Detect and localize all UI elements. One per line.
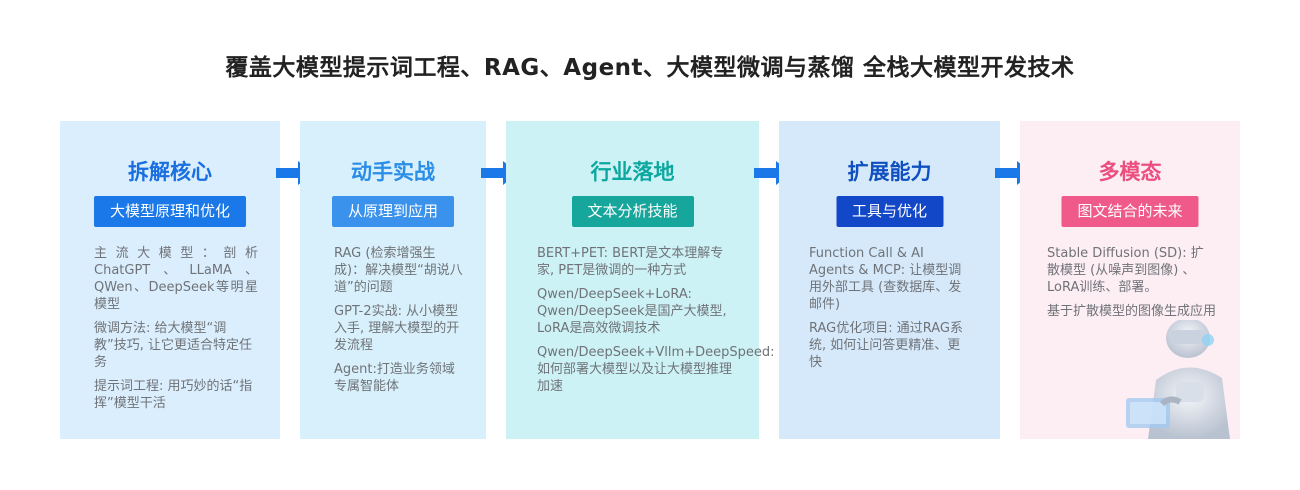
card-items: RAG (检索增强生成)：解决模型“胡说八道”的问题 GPT-2实战: 从小模型… <box>334 245 464 402</box>
list-item: 提示词工程: 用巧妙的话“指挥”模型干活 <box>94 379 253 411</box>
page-title: 覆盖大模型提示词工程、RAG、Agent、大模型微调与蒸馏 全栈大模型开发技术 <box>225 55 1075 81</box>
card-badge: 图文结合的未来 <box>1061 196 1199 227</box>
list-item: Agent:打造业务领域专属智能体 <box>334 362 455 394</box>
card-items: BERT+PET: BERT是文本理解专家, PET是微调的一种方式 Qwen/… <box>537 245 775 402</box>
card-items: Function Call & AI Agents & MCP: 让模型调用外部… <box>809 245 970 378</box>
card-items: 主流大模型：剖析ChatGPT、LLaMA、QWen、DeepSeek等明星模型… <box>94 245 258 419</box>
card-industry: 行业落地 文本分析技能 BERT+PET: BERT是文本理解专家, PET是微… <box>506 121 775 439</box>
card-badge: 文本分析技能 <box>571 196 694 227</box>
list-item: 主流大模型：剖析ChatGPT、LLaMA、QWen、DeepSeek等明星模型 <box>94 246 258 312</box>
card-practice: 动手实战 从原理到应用 RAG (检索增强生成)：解决模型“胡说八道”的问题 G… <box>300 121 486 439</box>
list-item: Function Call & AI Agents & MCP: 让模型调用外部… <box>809 246 962 312</box>
list-item: RAG优化项目: 通过RAG系统, 如何让问答更精准、更快 <box>809 321 964 370</box>
card-extend: 扩展能力 工具与优化 Function Call & AI Agents & M… <box>779 121 1000 439</box>
robot-figure-icon <box>1126 320 1230 439</box>
card-badge: 大模型原理和优化 <box>93 196 247 227</box>
list-item: 基于扩散模型的图像生成应用 <box>1047 304 1217 319</box>
card-title: 多模态 <box>1098 160 1162 184</box>
list-item: Stable Diffusion (SD): 扩散模型 (从噪声到图像) 、Lo… <box>1047 246 1204 295</box>
card-items: Stable Diffusion (SD): 扩散模型 (从噪声到图像) 、Lo… <box>1047 245 1216 327</box>
list-item: GPT-2实战: 从小模型入手, 理解大模型的开发流程 <box>334 304 460 353</box>
list-item: Qwen/DeepSeek+Vllm+DeepSpeed: 如何部署大模型以及让… <box>537 345 775 394</box>
list-item: 微调方法: 给大模型“调教”技巧, 让它更适合特定任务 <box>94 321 252 370</box>
card-badge: 从原理到应用 <box>331 196 455 227</box>
card-core: 拆解核心 大模型原理和优化 主流大模型：剖析ChatGPT、LLaMA、QWen… <box>60 121 280 439</box>
list-item: RAG (检索增强生成)：解决模型“胡说八道”的问题 <box>334 246 463 295</box>
card-title: 动手实战 <box>351 160 435 184</box>
card-title: 拆解核心 <box>128 160 212 184</box>
list-item: Qwen/DeepSeek+LoRA: Qwen/DeepSeek是国产大模型,… <box>537 287 727 336</box>
card-badge: 工具与优化 <box>835 196 944 227</box>
card-title: 扩展能力 <box>847 160 932 184</box>
card-multimodal: 多模态 图文结合的未来 Stable Diffusion (SD): 扩散模型 … <box>1020 121 1240 439</box>
card-title: 行业落地 <box>590 160 675 184</box>
list-item: BERT+PET: BERT是文本理解专家, PET是微调的一种方式 <box>537 246 724 278</box>
